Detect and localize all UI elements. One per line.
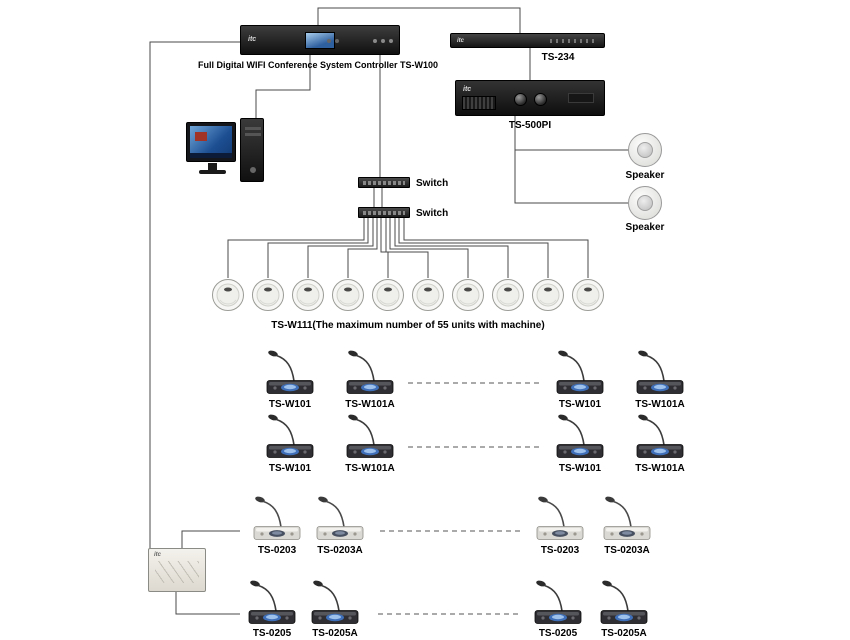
wifi-unit [331,278,365,312]
mic-label: TS-0203A [317,545,363,556]
amplifier-knob [534,93,547,106]
mic-label: TS-W101A [345,399,395,410]
monitor-screen [190,126,232,158]
mic-label: TS-W101A [345,463,395,474]
monitor-stand [208,163,217,170]
controller-device: itc [240,25,400,55]
mic-label: TS-0203A [604,545,650,556]
mic-label: TS-W101A [635,399,685,410]
desk-mic [594,578,654,628]
network-switch-1 [358,177,410,188]
tower-power-button [250,167,256,173]
amplifier-display [568,93,594,103]
desk-mic [260,348,320,398]
wifi-unit [571,278,605,312]
ts234-device: itc [450,33,605,48]
switch-label: Switch [416,208,449,219]
desk-mic [630,348,690,398]
network-switch-2 [358,207,410,218]
wifi-unit [451,278,485,312]
desk-mic [310,494,370,544]
wifi-unit [211,278,245,312]
mic-label: TS-0205A [601,628,647,639]
mic-label: TS-0205A [312,628,358,639]
mic-label: TS-W101A [635,463,685,474]
wifi-unit [371,278,405,312]
desk-mic [530,494,590,544]
desk-mic [550,412,610,462]
controller-buttons [381,39,385,43]
mic-label: TS-0205 [252,628,292,639]
desk-mic [340,348,400,398]
extension-box-device: itc [148,548,206,592]
computer-monitor [186,122,236,174]
speaker-label: Speaker [625,170,665,181]
wifi-unit [411,278,445,312]
desk-mic [630,412,690,462]
ts234-label: TS-234 [541,52,575,63]
amplifier-knob [514,93,527,106]
ts234-ports [550,39,596,43]
mic-label: TS-0203 [257,545,297,556]
desk-mic [528,578,588,628]
speaker-cone [637,195,653,211]
wifi-unit [251,278,285,312]
desk-mic [305,578,365,628]
mic-label: TS-W101 [268,399,312,410]
speaker-icon [628,133,662,167]
speaker-label: Speaker [625,222,665,233]
controller-screen [305,32,335,49]
wifi-unit [491,278,525,312]
mic-label: TS-W101 [268,463,312,474]
extension-box-detail [155,561,199,583]
mic-label: TS-W101 [558,463,602,474]
wifi-unit [531,278,565,312]
brand-logo: itc [248,36,257,43]
monitor-taskbar [190,153,232,158]
speaker-icon [628,186,662,220]
mic-label: TS-W101 [558,399,602,410]
tower-drive-slot [245,127,261,130]
desk-mic [597,494,657,544]
monitor-art [195,132,207,141]
desk-mic [242,578,302,628]
desk-mic [260,412,320,462]
computer-tower [240,118,264,182]
mic-label: TS-0203 [540,545,580,556]
amplifier-label: TS-500PI [508,120,552,131]
mic-label: TS-0205 [538,628,578,639]
brand-logo: itc [457,38,465,44]
brand-logo: itc [463,86,472,93]
desk-mic [247,494,307,544]
brand-logo: itc [154,552,162,558]
tower-drive-slot [245,133,261,136]
wifi-units-row-label: TS-W111(The maximum number of 55 units w… [271,320,545,331]
desk-mic [550,348,610,398]
switch-label: Switch [416,178,449,189]
speaker-cone [637,142,653,158]
monitor-base [199,170,226,174]
controller-label: Full Digital WIFI Conference System Cont… [197,60,439,70]
switch-ports [363,181,405,185]
switch-ports [363,211,405,215]
wifi-unit [291,278,325,312]
desk-mic [340,412,400,462]
amplifier-device: itc [455,80,605,116]
amplifier-grille [462,96,496,110]
